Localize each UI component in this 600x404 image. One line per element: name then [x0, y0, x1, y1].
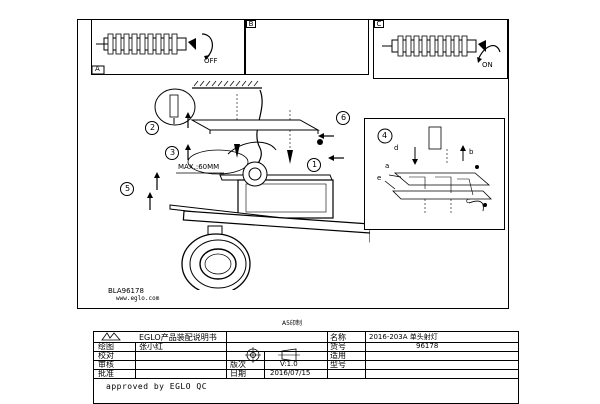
step-6-label: 6: [341, 113, 347, 122]
step-5-circle: [120, 182, 134, 196]
name-label: 名称: [330, 333, 346, 342]
review-label: 审核: [98, 360, 114, 369]
date-label: 日期: [230, 369, 246, 378]
approve-label: 批准: [98, 369, 114, 378]
panel-c-label: C: [374, 20, 384, 28]
track-adapter-drawing: [377, 126, 492, 215]
website: www.eglo.com: [116, 295, 160, 302]
panel-c: C ON: [373, 19, 508, 79]
step-1-label: 1: [312, 160, 318, 169]
title-block: EGLO产品装配说明书 名称 2016-203A 单头射灯 绘图 张小红 货号 …: [93, 331, 519, 404]
terminal-block-off-drawing: [92, 33, 213, 74]
projection-symbol: [245, 347, 300, 363]
on-label: ON: [482, 61, 493, 69]
off-label: OFF: [204, 57, 218, 65]
step-3-circle: [165, 146, 179, 160]
letter-d: d: [394, 144, 399, 152]
panel-b: B: [245, 19, 369, 75]
step-5-label: 5: [125, 184, 131, 193]
applicable-label: 适用: [330, 351, 346, 360]
step-2-label: 2: [150, 123, 156, 132]
letter-b: b: [469, 148, 474, 156]
step-4-label: 4: [382, 131, 388, 140]
model-label: 型号: [330, 360, 346, 369]
eglo-logo: [101, 332, 121, 341]
assembly-drawing: [147, 80, 370, 290]
model-number: BLA96178: [108, 287, 144, 295]
step-3-label: 3: [170, 148, 176, 157]
drawn-value: 张小红: [139, 342, 163, 351]
code-label: 货号: [330, 342, 346, 351]
panel-a: A OFF: [91, 19, 245, 75]
check-label: 校对: [98, 351, 114, 360]
version-value: V:1.0: [280, 360, 298, 368]
print-size: A5印制: [282, 320, 302, 327]
name-value: 2016-203A 单头射灯: [369, 333, 438, 341]
panel-4-detail: 4 d b a e c: [364, 118, 505, 230]
step-2-circle: [145, 121, 159, 135]
letter-a: a: [385, 162, 390, 170]
approved-text: approved by EGLO QC: [106, 382, 208, 391]
version-label: 版次: [230, 360, 246, 369]
max-depth-label: MAX.:60MM: [178, 163, 220, 171]
document-title: EGLO产品装配说明书: [139, 333, 217, 342]
code-value: 96178: [416, 342, 439, 350]
terminal-block-on-drawing: [382, 35, 501, 63]
panel-b-label: B: [246, 20, 256, 28]
letter-c: c: [466, 197, 470, 205]
step-6-circle: [336, 111, 350, 125]
date-value: 2016/07/15: [270, 369, 311, 377]
step-1-circle: [307, 158, 321, 172]
panel-a-label: A: [95, 65, 100, 73]
drawn-label: 绘图: [98, 342, 114, 351]
letter-e: e: [377, 174, 382, 182]
